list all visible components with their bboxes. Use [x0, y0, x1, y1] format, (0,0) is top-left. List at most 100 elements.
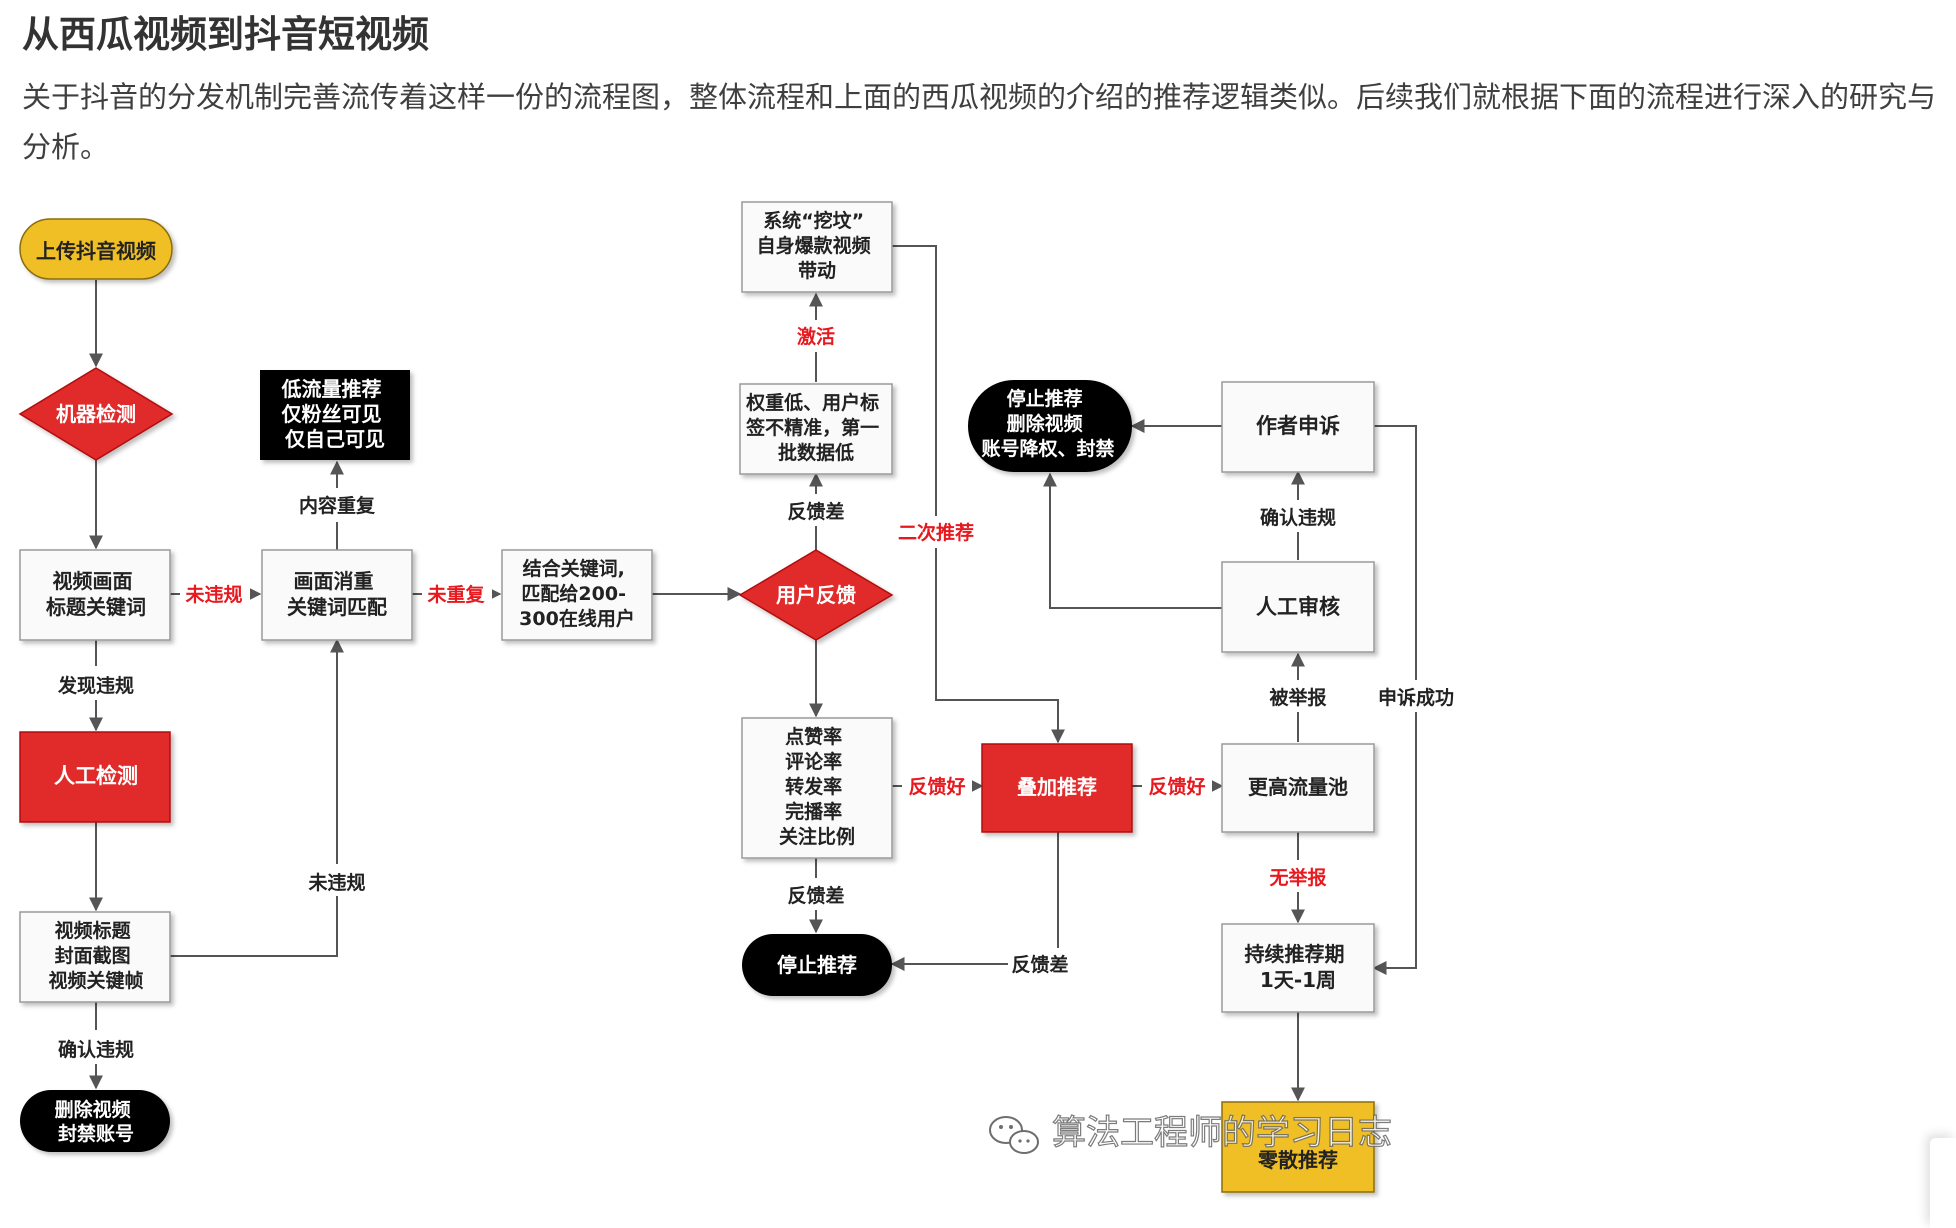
node-match-users-shape [501, 549, 653, 641]
node-title-cover-text: 视频标题 封面截图 视频关键帧 [48, 919, 143, 992]
node-machine-check-label: 机器检测 [56, 402, 136, 426]
node-low-traffic-line: 仅自己可见 [285, 427, 385, 451]
flow-nodes: 上传抖音视频 机器检测 视频画面 标题关键词 人工检测 视频标题 封面截图 视频… [18, 201, 1375, 1193]
node-stop-delete-shape [968, 380, 1132, 472]
node-manual-review-shape [1221, 561, 1375, 653]
article-title: 从西瓜视频到抖音短视频 [22, 13, 429, 56]
node-low-traffic-text: 低流量推荐 仅粉丝可见 仅自己可见 [281, 377, 389, 451]
edge-title-dedupe [170, 638, 344, 957]
node-match-users-line: 300在线用户 [519, 607, 635, 630]
node-stop-delete-line: 停止推荐 [1007, 387, 1083, 410]
node-stack-recommend-label: 叠加推荐 [1017, 775, 1097, 799]
node-low-traffic-line: 低流量推荐 [281, 377, 382, 401]
node-weight-low-line: 权重低、用户标 [745, 391, 879, 414]
article-paragraph: 关于抖音的分发机制完善流传着这样一份的流程图，整体流程和上面的西瓜视频的介绍的推… [22, 80, 1937, 164]
node-delete-ban-text: 删除视频 封禁账号 [55, 1098, 138, 1145]
label-activate: 激活 [797, 325, 835, 348]
node-match-users-line: 结合关键词, [523, 557, 625, 580]
node-scattered-shape [1221, 1101, 1375, 1193]
node-video-keywords-text: 视频画面 标题关键词 [46, 569, 146, 619]
node-sustained-line: 持续推荐期 [1245, 942, 1345, 966]
node-appeal-label: 作者申诉 [1256, 414, 1340, 438]
node-delete-ban-line: 封禁账号 [58, 1122, 134, 1145]
node-stop-recommend-label: 停止推荐 [777, 953, 857, 977]
label-feedback-bad-up: 反馈差 [787, 500, 844, 523]
node-title-cover-line: 封面截图 [55, 944, 131, 967]
node-higher-pool-shape [1221, 743, 1375, 833]
node-metrics-line: 关注比例 [779, 825, 855, 848]
label-content-duplicate: 内容重复 [299, 494, 376, 517]
page-corner [1930, 1138, 1956, 1228]
node-system-dig-line: 自身爆款视频 [757, 234, 871, 257]
edge-review-stopdelete [1043, 472, 1222, 609]
node-metrics-shape [741, 717, 893, 859]
wechat-icon [989, 1116, 1039, 1154]
node-match-users-text: 结合关键词, 匹配给200- 300在线用户 [519, 557, 635, 630]
node-system-dig-text: 系统“挖坟” 自身爆款视频 带动 [757, 209, 878, 282]
node-stop-recommend-shape [742, 934, 892, 996]
node-stop-delete-text: 停止推荐 删除视频 账号降权、封禁 [981, 387, 1114, 460]
node-manual-check-label: 人工检测 [54, 764, 138, 788]
flow-edge-labels: 发现违规 确认违规 未违规 内容重复 未违规 未重复 反馈差 激活 二次推荐 反… [40, 320, 1464, 1064]
node-dedupe-line: 画面消重 [294, 569, 374, 593]
node-manual-check-shape [19, 731, 171, 823]
label-feedback-good-1: 反馈好 [908, 775, 965, 798]
node-metrics-text: 点赞率 评论率 转发率 完播率 关注比例 [779, 725, 855, 848]
label-no-violation-1: 未违规 [184, 583, 242, 606]
node-weight-low-line: 批数据低 [778, 441, 854, 464]
label-not-duplicate: 未重复 [426, 583, 485, 606]
node-delete-ban-shape [20, 1090, 170, 1152]
node-title-cover-line: 视频关键帧 [48, 969, 143, 992]
node-sustained-shape [1221, 923, 1375, 1013]
node-higher-pool-label: 更高流量池 [1248, 775, 1348, 799]
node-scattered-label: 零散推荐 [1257, 1148, 1338, 1172]
label-feedback-bad-down: 反馈差 [787, 884, 844, 907]
node-manual-review-label: 人工审核 [1256, 595, 1340, 619]
node-weight-low-text: 权重低、用户标 签不精准，第一 批数据低 [745, 391, 886, 464]
node-system-dig-line: 系统“挖坟” [763, 209, 864, 232]
node-dedupe-shape [261, 549, 413, 641]
node-title-cover-shape [19, 911, 171, 1003]
node-video-keywords-line: 标题关键词 [46, 595, 146, 619]
node-system-dig-line: 带动 [798, 260, 836, 282]
label-reported: 被举报 [1269, 686, 1326, 709]
watermark: 算法工程师的学习日志 [989, 1112, 1393, 1154]
node-dedupe-text: 画面消重 关键词匹配 [287, 569, 387, 619]
node-appeal-shape [1221, 381, 1375, 473]
node-sustained-line: 1天-1周 [1260, 968, 1336, 992]
label-no-report: 无举报 [1269, 866, 1326, 889]
node-metrics-line: 点赞率 [785, 725, 842, 748]
label-found-violation: 发现违规 [57, 674, 134, 697]
node-delete-ban-line: 删除视频 [55, 1098, 131, 1121]
edge-stack-stop [890, 832, 1059, 971]
node-upload-shape [19, 218, 173, 280]
watermark-text: 算法工程师的学习日志 [1052, 1113, 1392, 1153]
node-dedupe-line: 关键词匹配 [287, 595, 387, 619]
node-stop-delete-line: 删除视频 [1007, 412, 1083, 435]
node-metrics-line: 完播率 [785, 800, 842, 823]
node-machine-check-shape [18, 367, 174, 461]
node-metrics-line: 评论率 [785, 750, 842, 773]
node-title-cover-line: 视频标题 [55, 919, 131, 942]
node-low-traffic-line: 仅粉丝可见 [282, 402, 382, 426]
node-video-keywords-line: 视频画面 [53, 569, 133, 593]
node-upload-label: 上传抖音视频 [36, 239, 156, 263]
node-match-users-line: 匹配给200- [521, 582, 626, 605]
label-appeal-success: 申诉成功 [1378, 686, 1454, 709]
node-video-keywords-shape [19, 549, 171, 641]
label-feedback-good-2: 反馈好 [1148, 775, 1205, 798]
label-confirm-violation-right: 确认违规 [1260, 506, 1336, 529]
label-second-recommend: 二次推荐 [898, 521, 974, 544]
node-low-traffic-shape [260, 370, 410, 460]
node-sustained-text: 持续推荐期 1天-1周 [1245, 942, 1352, 992]
node-stack-recommend-shape [981, 743, 1133, 833]
label-feedback-bad-stack: 反馈差 [1011, 953, 1068, 976]
node-user-feedback-label: 用户反馈 [776, 583, 856, 607]
node-user-feedback-shape [738, 549, 894, 641]
label-confirm-violation-left: 确认违规 [58, 1038, 134, 1061]
label-no-violation-2: 未违规 [307, 871, 365, 894]
node-metrics-line: 转发率 [785, 775, 842, 798]
node-system-dig-shape [741, 201, 893, 293]
node-stop-delete-line: 账号降权、封禁 [981, 437, 1114, 460]
